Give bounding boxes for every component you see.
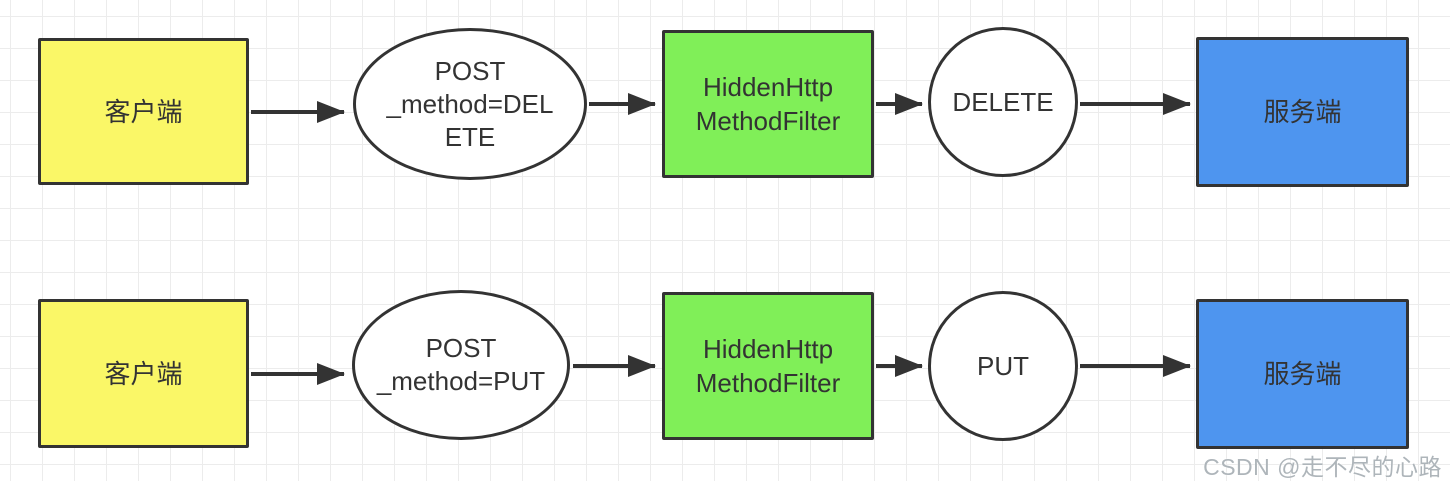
method-circle-row-2: PUT	[928, 291, 1078, 441]
server-label-row-1: 服务端	[1263, 97, 1342, 127]
filter-node-row-1: HiddenHttp MethodFilter	[662, 30, 874, 178]
client-label-row-2: 客户端	[104, 358, 183, 389]
server-label-row-2: 服务端	[1263, 359, 1342, 389]
client-node-row-1: 客户端	[38, 38, 249, 185]
filter-label-row-1: HiddenHttp MethodFilter	[695, 72, 841, 136]
filter-label-row-2: HiddenHttp MethodFilter	[695, 334, 841, 398]
client-label-row-1: 客户端	[104, 96, 183, 127]
filter-node-row-2: HiddenHttp MethodFilter	[662, 292, 874, 440]
server-node-row-2: 服务端	[1196, 299, 1409, 449]
csdn-watermark: CSDN @走不尽的心路	[1203, 454, 1442, 480]
method-circle-row-1: DELETE	[928, 27, 1078, 177]
server-node-row-1: 服务端	[1196, 37, 1409, 187]
request-ellipse-row-2: POST _method=PUT	[352, 290, 570, 440]
request-ellipse-row-1: POST _method=DELETE	[353, 28, 587, 180]
client-node-row-2: 客户端	[38, 299, 249, 448]
method-label-row-2: PUT	[977, 351, 1029, 381]
method-label-row-1: DELETE	[952, 87, 1054, 117]
request-label-row-2: POST _method=PUT	[376, 333, 546, 396]
request-label-row-1: POST _method=DELETE	[386, 55, 554, 152]
